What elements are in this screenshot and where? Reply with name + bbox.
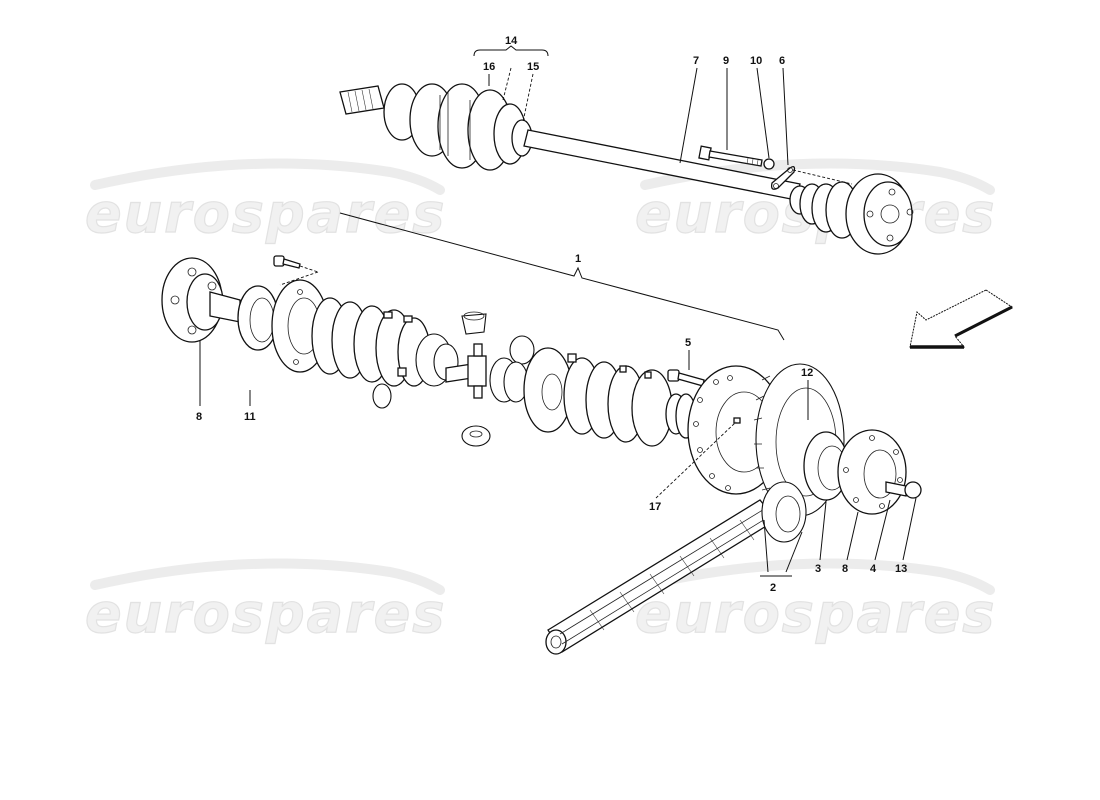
callout-2: 2	[770, 582, 776, 594]
svg-text:eurospares: eurospares	[85, 582, 446, 645]
callout-5: 5	[685, 337, 691, 349]
direction-arrow-icon	[909, 289, 1013, 349]
callout-labels: 14 16 15 7 9 10 6 1 5 12 8 11 17 2 3 8 4…	[196, 35, 907, 594]
svg-text:eurospares: eurospares	[635, 582, 996, 645]
callout-17: 17	[649, 501, 661, 513]
pinion-shaft-2	[545, 481, 807, 655]
lock-plate-6	[770, 166, 796, 190]
callout-11: 11	[244, 411, 256, 423]
assembly-bracket-1	[339, 212, 785, 341]
callout-1: 1	[575, 253, 581, 265]
callout-15: 15	[527, 61, 539, 73]
callout-4: 4	[870, 563, 877, 575]
outer-cv-joint	[789, 173, 914, 255]
output-flange-left-8	[161, 257, 241, 343]
callout-10: 10	[750, 55, 762, 67]
callout-16: 16	[483, 61, 495, 73]
watermark-bottom-left: eurospares	[84, 558, 446, 646]
watermark-top-left: eurospares	[84, 158, 446, 246]
callout-12: 12	[801, 367, 813, 379]
callout-6: 6	[779, 55, 785, 67]
boot-16	[493, 103, 533, 165]
planet-gear-left	[372, 383, 392, 409]
planet-gear-bottom	[461, 425, 491, 447]
svg-text:eurospares: eurospares	[85, 182, 446, 245]
planet-gear-right	[509, 335, 535, 365]
callout-14: 14	[505, 35, 518, 47]
callout-7: 7	[693, 55, 699, 67]
planet-gear-top	[461, 311, 487, 335]
cross-pin	[445, 343, 487, 399]
axle-shaft-assembly	[339, 83, 914, 255]
dowel-pin-17	[733, 417, 741, 424]
callout-3: 3	[815, 563, 821, 575]
bolt-5	[667, 369, 705, 387]
inner-cv-joint	[383, 83, 513, 171]
leader-lines	[199, 45, 917, 577]
washer-10	[763, 158, 775, 170]
splined-stub	[339, 85, 385, 115]
callout-8-right: 8	[842, 563, 848, 575]
clutch-plates-left	[311, 297, 431, 387]
callout-9: 9	[723, 55, 729, 67]
bolt-small-left	[273, 255, 319, 286]
clutch-plates-right	[523, 347, 673, 447]
side-gear-right	[489, 357, 529, 403]
watermark-bottom-right: eurospares	[634, 558, 996, 646]
bolt-9	[698, 145, 763, 167]
callout-13: 13	[895, 563, 907, 575]
output-flange-right-8	[837, 429, 907, 515]
spacer-13	[885, 481, 922, 499]
callout-8-left: 8	[196, 411, 202, 423]
